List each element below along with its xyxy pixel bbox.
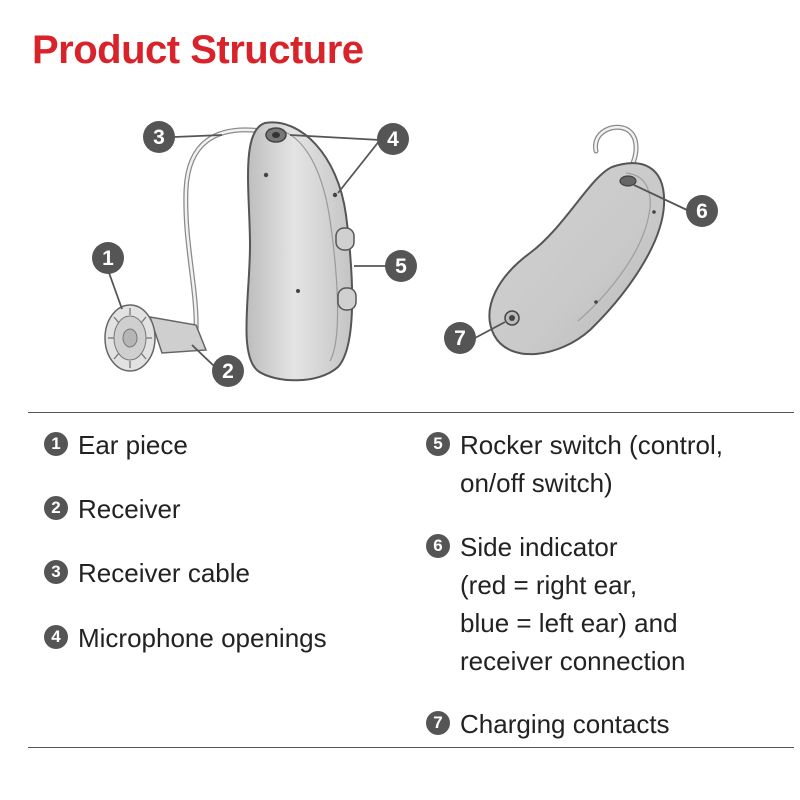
legend-label: Receiver [78, 494, 181, 524]
legend-label-line-1: Side indicator [460, 532, 618, 562]
legend-badge: 7 [426, 711, 450, 735]
callout-1-label: 1 [102, 247, 114, 270]
legend-item-microphone-openings: 4 Microphone openings [44, 619, 327, 657]
legend-item-receiver: 2 Receiver [44, 490, 181, 528]
legend-label: Receiver cable [78, 558, 250, 588]
legend-item-side-indicator: 6 Side indicator (red = right ear, blue … [426, 528, 685, 680]
legend-label-line-1: Rocker switch (control, [460, 430, 723, 460]
legend-label-line-3: blue = left ear) and [460, 608, 678, 638]
legend-badge: 6 [426, 534, 450, 558]
callout-badges: 3 4 1 5 2 6 7 [92, 121, 718, 387]
receiver [148, 316, 208, 354]
legend-badge: 5 [426, 432, 450, 456]
callout-4-label: 4 [387, 128, 399, 151]
legend-badge: 2 [44, 496, 68, 520]
legend-item-receiver-cable: 3 Receiver cable [44, 554, 250, 592]
page-title: Product Structure [32, 28, 364, 72]
device-front-view [104, 121, 357, 382]
legend-label: Microphone openings [78, 623, 327, 653]
device-back-view [488, 124, 666, 356]
callout-2: 2 [212, 355, 244, 387]
device-body-back [488, 162, 666, 356]
legend-item-rocker-switch: 5 Rocker switch (control, on/off switch) [426, 426, 723, 502]
hearing-aid-diagram: 3 4 1 5 2 6 7 [92, 121, 718, 387]
callout-7-label: 7 [454, 327, 466, 350]
callout-7: 7 [444, 322, 476, 354]
divider-top [28, 412, 794, 413]
callout-6: 6 [686, 195, 718, 227]
legend-badge: 4 [44, 625, 68, 649]
legend-label-line-2: on/off switch) [460, 468, 613, 498]
callout-4: 4 [377, 123, 409, 155]
callout-6-label: 6 [696, 200, 708, 223]
rocker-button-up [335, 227, 355, 251]
legend-label-line-2: (red = right ear, [460, 570, 638, 600]
callout-5: 5 [385, 250, 417, 282]
legend-label-line-4: receiver connection [460, 646, 686, 676]
callout-2-label: 2 [222, 360, 234, 383]
callout-1: 1 [92, 242, 124, 274]
divider-bottom [28, 747, 794, 748]
legend-badge: 3 [44, 560, 68, 584]
legend-badge: 1 [44, 432, 68, 456]
legend-item-charging-contacts: 7 Charging contacts [426, 705, 670, 743]
callout-3-label: 3 [153, 126, 165, 149]
leader-lines [107, 134, 688, 367]
callout-3: 3 [143, 121, 175, 153]
legend-label: Ear piece [78, 430, 188, 460]
rocker-button-down [337, 287, 357, 311]
callout-5-label: 5 [395, 255, 407, 278]
legend-label: Charging contacts [460, 709, 670, 739]
legend-item-ear-piece: 1 Ear piece [44, 426, 188, 464]
ear-piece [104, 304, 156, 372]
device-body [245, 121, 354, 382]
